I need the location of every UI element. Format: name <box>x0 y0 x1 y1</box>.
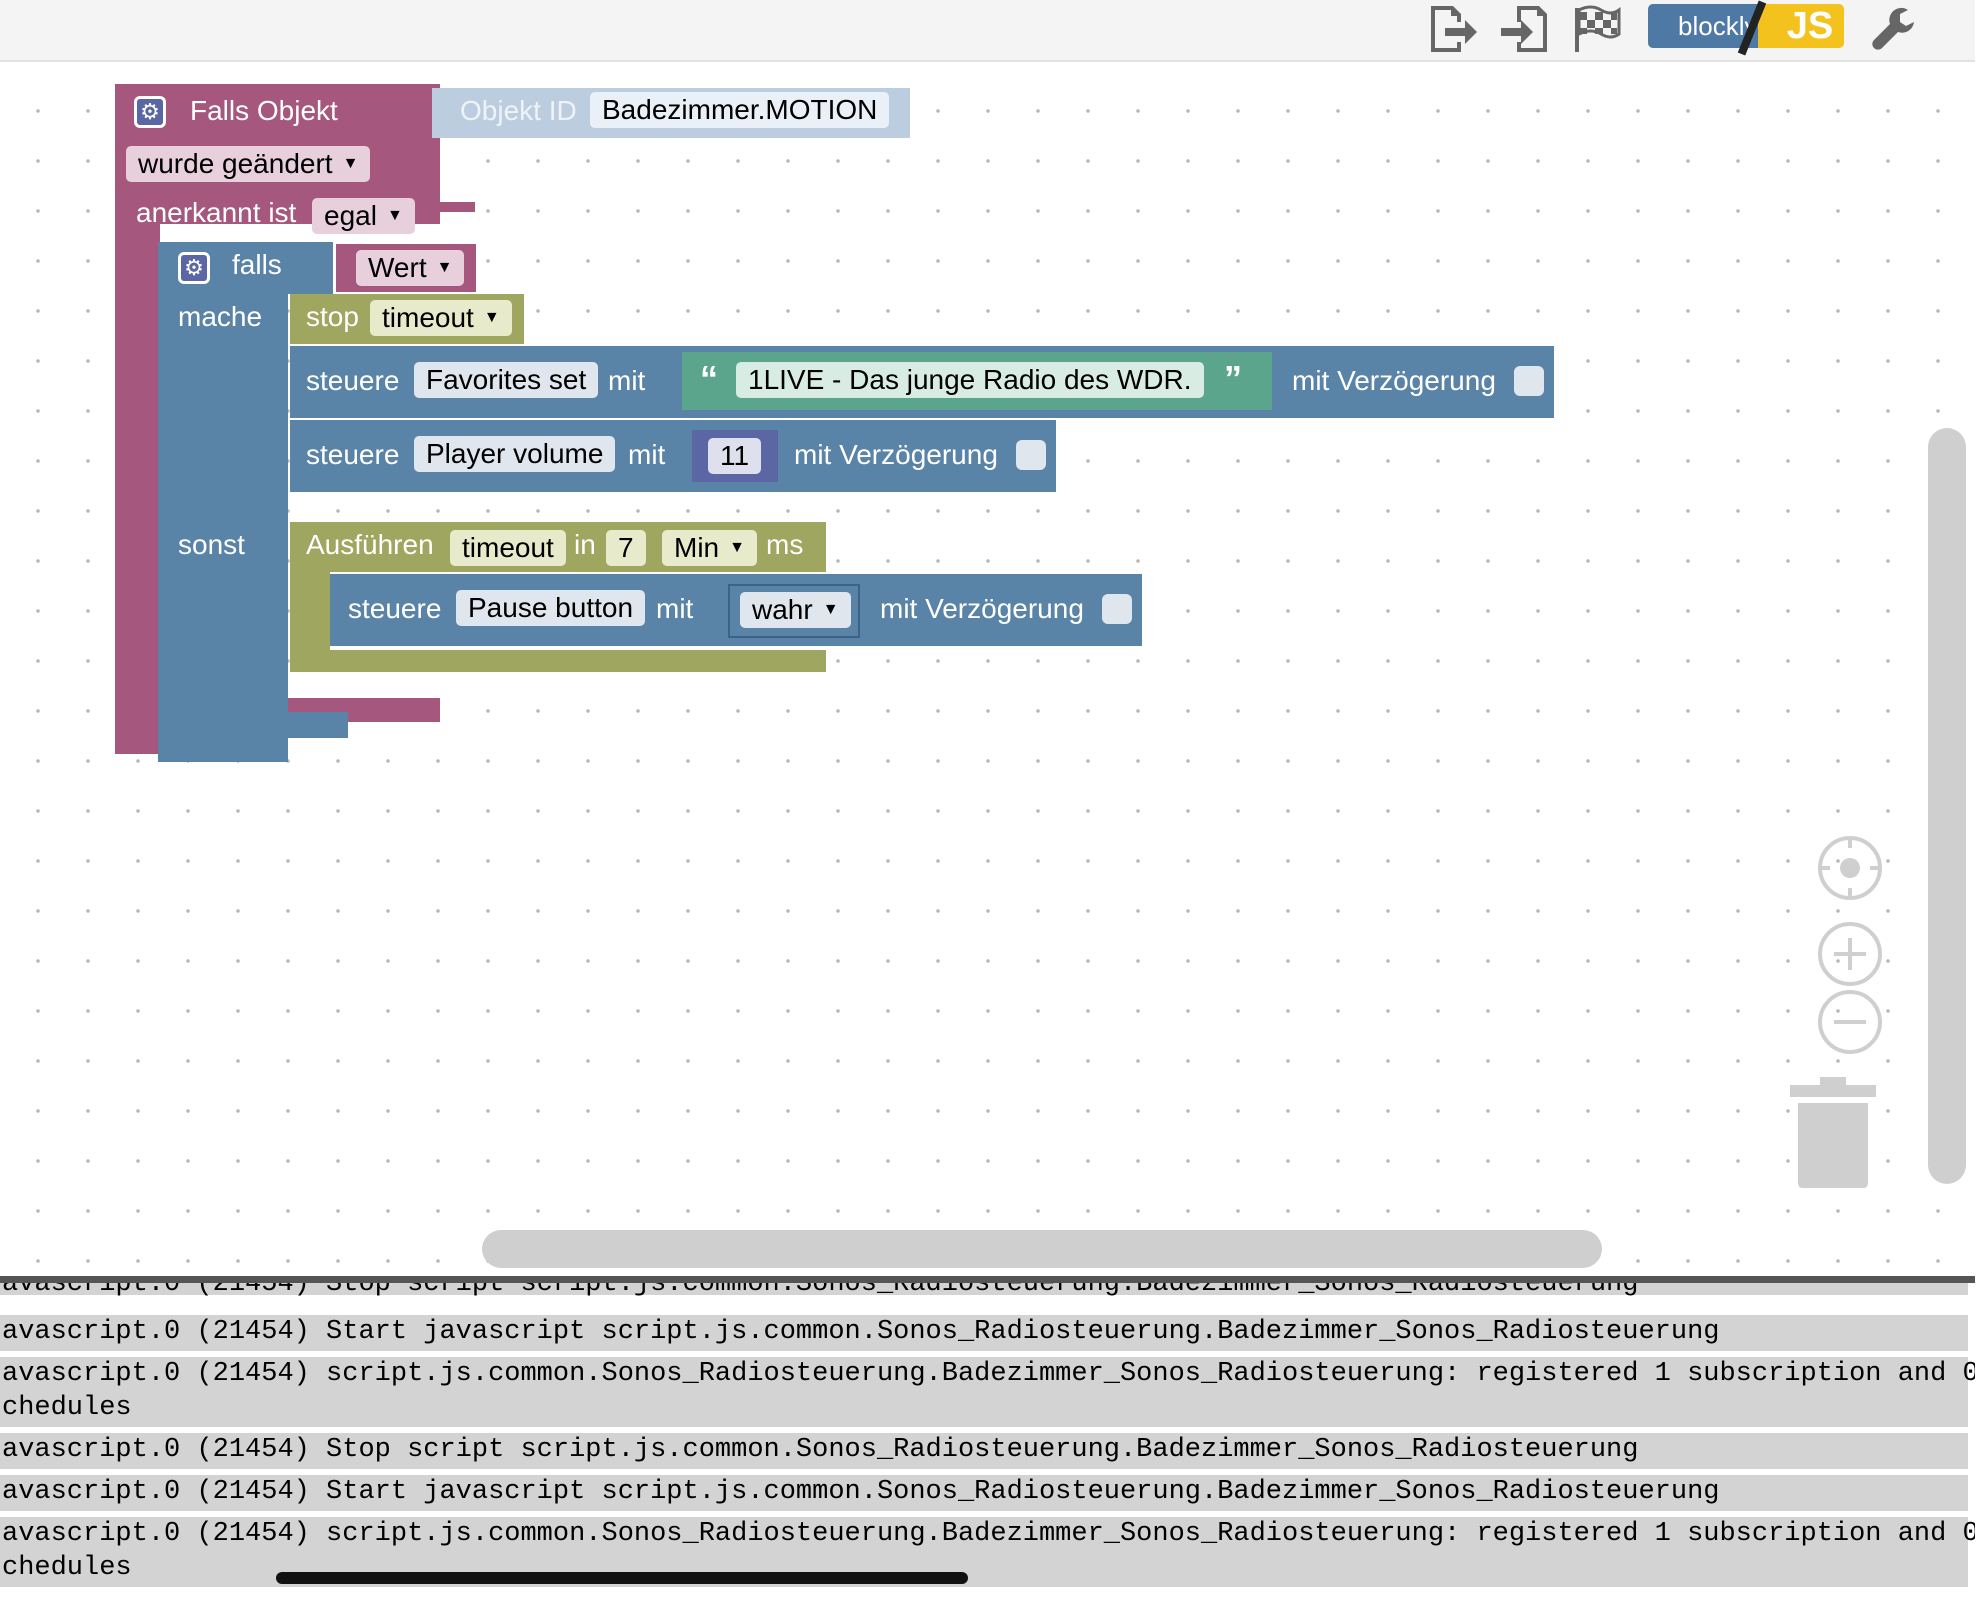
if-block-shape[interactable] <box>158 242 478 782</box>
stop-label: stop <box>306 301 359 332</box>
unit-dropdown[interactable]: Min ▼ <box>662 530 757 566</box>
trigger-title: Falls Objekt <box>190 95 338 126</box>
control3-delay-label: mit Verzögerung <box>880 593 1084 624</box>
if-label: falls <box>232 249 282 280</box>
chevron-down-icon: ▼ <box>386 207 403 224</box>
number-value: 11 <box>720 440 750 471</box>
run-label: Ausführen <box>306 529 434 560</box>
object-id-value: Badezimmer.MOTION <box>602 94 878 125</box>
condition-dropdown[interactable]: Wert ▼ <box>356 250 465 286</box>
control1-with-label: mit <box>608 365 646 396</box>
vertical-scrollbar[interactable] <box>1928 428 1966 1184</box>
if-gear-icon[interactable]: ⚙ <box>178 252 210 284</box>
log-row: avascript.0 (21454) Start javascript scr… <box>0 1315 1968 1351</box>
trigger-gear-icon[interactable]: ⚙ <box>134 96 166 128</box>
log-row: avascript.0 (21454) Stop script script.j… <box>0 1283 1968 1299</box>
blockly-workspace[interactable]: ⚙ Falls Objekt Objekt ID Badezimmer.MOTI… <box>0 64 1975 1276</box>
export-icon <box>1431 6 1477 52</box>
control2-label: steuere <box>306 439 400 470</box>
zoom-in-icon <box>1834 938 1866 970</box>
ack-dropdown[interactable]: egal ▼ <box>312 198 415 234</box>
zoom-in-button[interactable] <box>1818 922 1882 986</box>
control3-with-label: mit <box>656 593 694 624</box>
control3-target: Pause button <box>468 592 634 623</box>
control1-target: Favorites set <box>426 364 587 395</box>
number-value-field[interactable]: 11 <box>708 438 762 474</box>
changed-option: wurde geändert <box>138 148 333 179</box>
export-button[interactable] <box>1424 2 1482 56</box>
control2-target: Player volume <box>426 438 604 469</box>
close-quote-icon: ” <box>1224 358 1242 399</box>
zoom-out-icon <box>1834 1020 1866 1024</box>
ack-label: anerkannt ist <box>136 197 297 228</box>
unit-value: Min <box>674 532 720 563</box>
control2-with-label: mit <box>628 439 666 470</box>
text-value: 1LIVE - Das junge Radio des WDR. <box>748 364 1192 395</box>
do-label: mache <box>178 301 263 332</box>
mode-js[interactable]: JS <box>1758 4 1844 48</box>
condition-value: Wert <box>368 252 427 283</box>
log-row: avascript.0 (21454) Stop script script.j… <box>0 1433 1968 1469</box>
ack-option: egal <box>324 200 377 231</box>
run-button[interactable] <box>1568 2 1626 56</box>
ms-label: ms <box>766 529 804 560</box>
in-label: in <box>574 529 596 560</box>
run-timeout-name: timeout <box>462 532 554 563</box>
chevron-down-icon: ▼ <box>436 259 453 276</box>
changed-dropdown[interactable]: wurde geändert ▼ <box>126 146 371 182</box>
text-value-field[interactable]: 1LIVE - Das junge Radio des WDR. <box>736 362 1204 398</box>
import-icon <box>1501 6 1547 52</box>
boolean-dropdown[interactable]: wahr ▼ <box>740 592 851 628</box>
blockly-js-toggle[interactable]: blockly JS <box>1648 0 1844 56</box>
control3-label: steuere <box>348 593 442 624</box>
run-timeout-value: 7 <box>618 532 634 563</box>
import-button[interactable] <box>1496 2 1554 56</box>
run-timeout-value-field[interactable]: 7 <box>606 530 646 566</box>
boolean-value: wahr <box>752 594 813 625</box>
stop-timeout-name: timeout <box>382 302 474 333</box>
trash-button[interactable] <box>1790 1075 1880 1190</box>
object-id-field[interactable]: Badezimmer.MOTION <box>590 92 890 128</box>
settings-button[interactable] <box>1866 2 1924 56</box>
control1-target-dropdown[interactable]: Favorites set <box>414 362 599 398</box>
chevron-down-icon: ▼ <box>483 309 500 326</box>
checkered-flag-icon <box>1575 5 1621 52</box>
control1-delay-label: mit Verzögerung <box>1292 365 1496 396</box>
open-quote-icon: “ <box>700 358 718 399</box>
stop-timeout-dropdown[interactable]: timeout ▼ <box>370 300 512 336</box>
crosshair-icon <box>1822 840 1878 896</box>
chevron-down-icon: ▼ <box>342 155 359 172</box>
chevron-down-icon: ▼ <box>729 539 745 556</box>
object-id-label: Objekt ID <box>460 95 577 126</box>
log-row: avascript.0 (21454) Start javascript scr… <box>0 1475 1968 1511</box>
control2-target-dropdown[interactable]: Player volume <box>414 436 616 472</box>
horizontal-scrollbar[interactable] <box>482 1230 1602 1268</box>
trash-icon <box>1790 1077 1876 1188</box>
log-row: avascript.0 (21454) script.js.common.Son… <box>0 1357 1975 1427</box>
log-panel: avascript.0 (21454) Stop script script.j… <box>0 1276 1975 1599</box>
wrench-icon <box>1872 7 1914 50</box>
run-timeout-name-field[interactable]: timeout <box>450 530 566 566</box>
home-indicator[interactable] <box>276 1572 968 1584</box>
control3-target-dropdown[interactable]: Pause button <box>456 590 646 626</box>
control1-delay-checkbox[interactable] <box>1514 366 1544 396</box>
zoom-out-button[interactable] <box>1818 990 1882 1054</box>
chevron-down-icon: ▼ <box>822 601 839 618</box>
recenter-button[interactable] <box>1818 836 1882 900</box>
else-label: sonst <box>178 529 245 560</box>
toolbar: blockly JS <box>0 0 1975 62</box>
control3-delay-checkbox[interactable] <box>1102 594 1132 624</box>
control1-label: steuere <box>306 365 400 396</box>
control2-delay-checkbox[interactable] <box>1016 440 1046 470</box>
control2-delay-label: mit Verzögerung <box>794 439 998 470</box>
